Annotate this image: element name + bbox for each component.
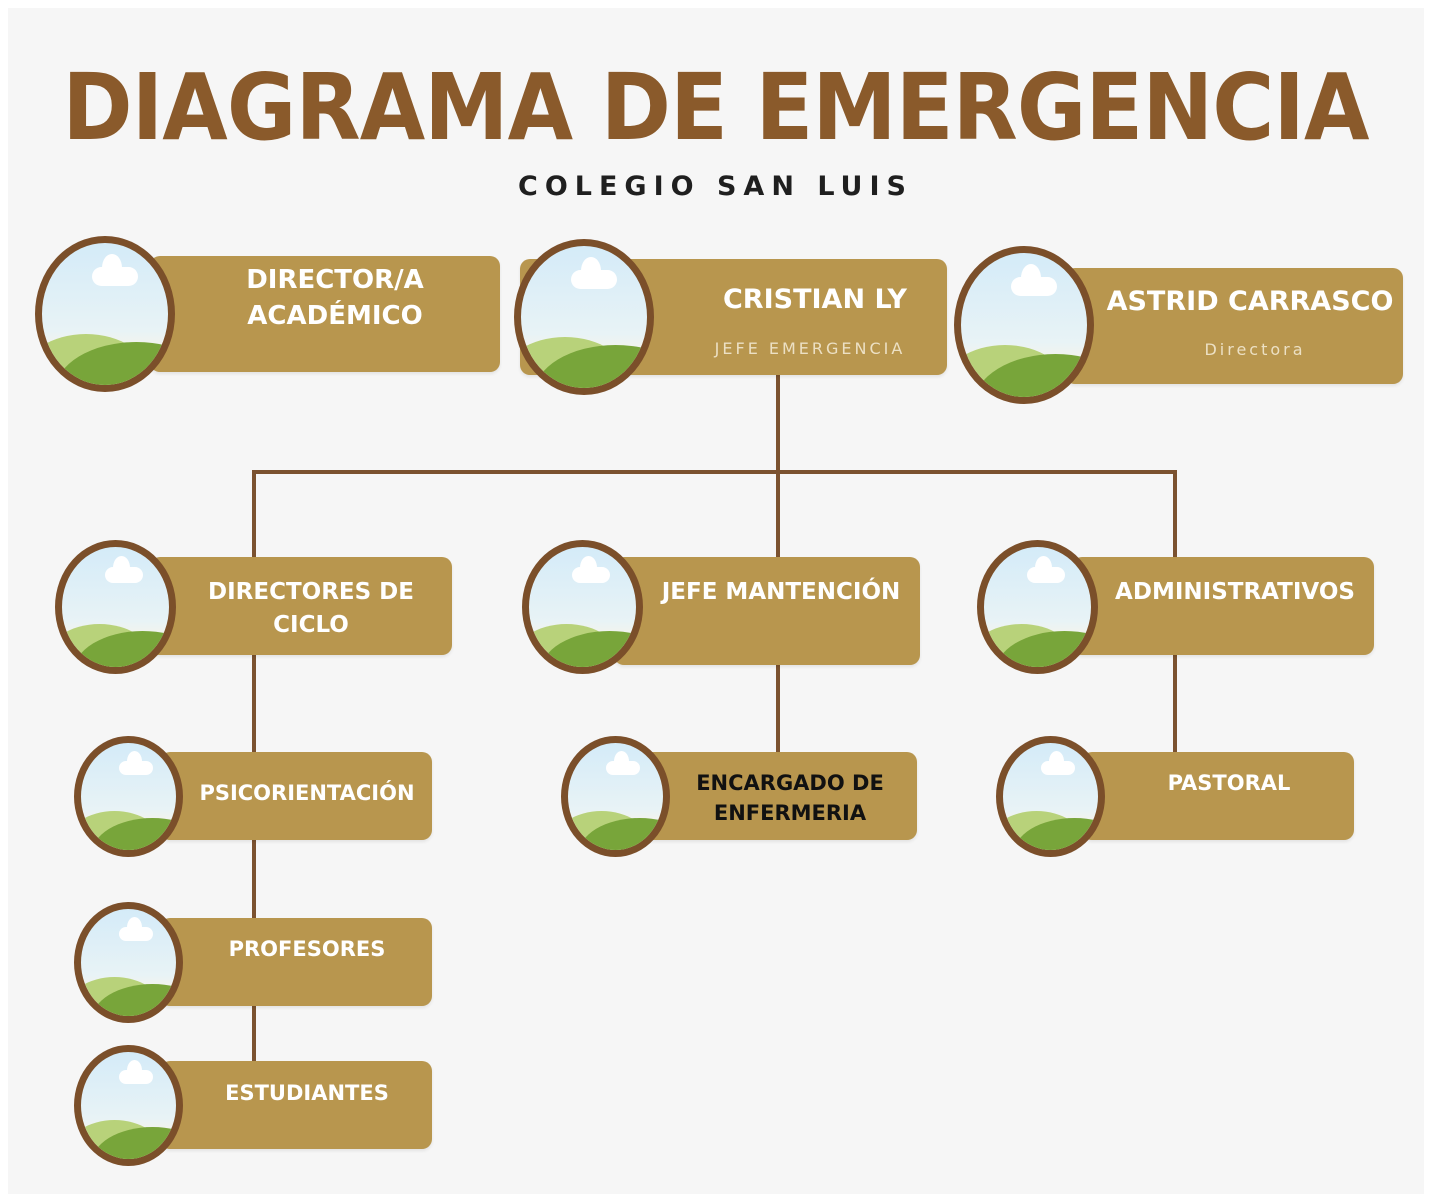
connector-line [1173,654,1177,752]
landscape-photo-placeholder-icon [514,239,654,395]
node-label: PSICORIENTACIÓN [199,781,415,805]
node-label: ADMINISTRATIVOS [1115,579,1355,605]
node-role: Directora [1204,340,1306,359]
node-card [1065,268,1403,384]
connector-line [776,664,780,752]
node-card [1072,557,1374,655]
node-label: CRISTIAN LY [722,284,907,315]
node-label: ASTRID CARRASCO [1106,286,1394,317]
connector-line [252,654,256,1062]
landscape-photo-placeholder-icon [55,540,176,674]
page-title: DIAGRAMA DE EMERGENCIA [62,54,1369,161]
node-card [160,1061,432,1149]
landscape-photo-placeholder-icon [74,902,183,1023]
node-label: JEFE MANTENCIÓN [661,579,901,605]
node-card [614,557,920,665]
landscape-photo-placeholder-icon [954,246,1094,404]
node-card [160,752,432,840]
landscape-photo-placeholder-icon [522,540,643,674]
landscape-photo-placeholder-icon [74,1045,183,1166]
node-label: DIRECTORES DE CICLO [208,579,414,638]
page-subtitle: COLEGIO SAN LUIS [518,171,913,202]
connector-line [252,470,1177,474]
node-label: ENCARGADO DE ENFERMERIA [696,771,884,825]
node-label: ESTUDIANTES [225,1081,389,1105]
landscape-photo-placeholder-icon [74,736,183,857]
landscape-photo-placeholder-icon [996,736,1105,857]
node-label: DIRECTOR/A ACADÉMICO [246,265,424,331]
landscape-photo-placeholder-icon [977,540,1098,674]
connector-line [1173,470,1177,558]
node-label: PROFESORES [228,937,386,961]
node-card [640,752,917,840]
connector-line [776,372,780,558]
node-role: JEFE EMERGENCIA [714,339,906,358]
connector-line [252,470,256,558]
node-card [150,557,452,655]
landscape-photo-placeholder-icon [561,736,670,857]
node-card [150,256,500,372]
node-card [1082,752,1354,840]
node-card [160,918,432,1006]
node-label: PASTORAL [1167,771,1291,795]
landscape-photo-placeholder-icon [35,236,175,392]
